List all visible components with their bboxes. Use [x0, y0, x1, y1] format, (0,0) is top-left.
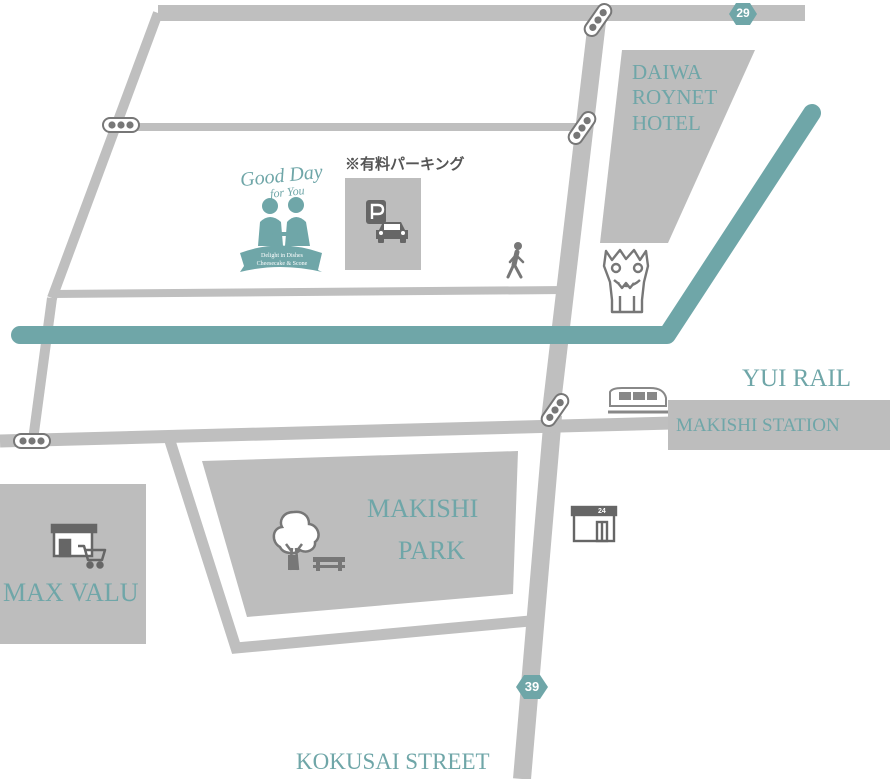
monorail-icon [608, 387, 668, 414]
conbini-24-label: 24 [598, 508, 606, 515]
road-station [0, 416, 673, 448]
roads [0, 5, 805, 779]
makishi-park-label-line1: MAKISHI [367, 494, 479, 523]
hotel-label-line2: ROYNET [632, 85, 718, 109]
yui-rail-line [11, 104, 821, 344]
route-29-marker [729, 3, 757, 25]
makishi-park-block [202, 451, 518, 617]
max-valu-label: MAX VALU [3, 578, 139, 607]
shop-logo [240, 197, 322, 272]
kokusai-street-label: KOKUSAI STREET [296, 749, 490, 774]
traffic-light-icon [13, 433, 51, 449]
shisa-icon [602, 248, 650, 314]
road-west-lower [28, 297, 57, 441]
main-road-north [541, 11, 607, 422]
car-icon [376, 222, 408, 243]
logo-tagline-line2: Cheesecake & Scone [256, 261, 308, 267]
hotel-block [600, 50, 755, 243]
hotel-label-line3: HOTEL [632, 111, 701, 135]
cart-icon [78, 544, 107, 569]
main-road-south [513, 414, 562, 779]
bench-icon [313, 557, 345, 571]
max-valu-block [0, 484, 146, 644]
couple-silhouette-icon [258, 197, 310, 246]
traffic-light-icon [540, 392, 570, 428]
makishi-park-label-line2: PARK [398, 536, 465, 565]
logo-script-line2: for You [269, 183, 306, 201]
road-park-loop [164, 439, 531, 654]
road-lower-cross [51, 286, 566, 298]
logo-ribbon [240, 245, 322, 272]
makishi-station-label: MAKISHI STATION [676, 415, 840, 436]
traffic-light-icon [567, 110, 597, 146]
tree-icon [272, 510, 320, 571]
convenience-store-icon [570, 505, 618, 543]
makishi-station-block [668, 400, 890, 450]
traffic-light-icon [102, 117, 140, 133]
road-west-diagonal [47, 11, 163, 300]
supermarket-icon [50, 523, 98, 558]
route-29-label: 29 [736, 6, 750, 20]
hotel-label-line1: DAIWA [632, 60, 702, 84]
route-39-label: 39 [524, 679, 540, 694]
traffic-light-icon [583, 2, 613, 38]
parking-icon [366, 200, 386, 224]
route-39-marker [516, 675, 548, 699]
paid-parking-note: ※有料パーキング [345, 156, 465, 173]
yui-rail-label: YUI RAIL [742, 365, 852, 392]
pedestrian-icon [506, 242, 525, 279]
logo-tagline-line1: Delight in Dishes [261, 253, 303, 259]
